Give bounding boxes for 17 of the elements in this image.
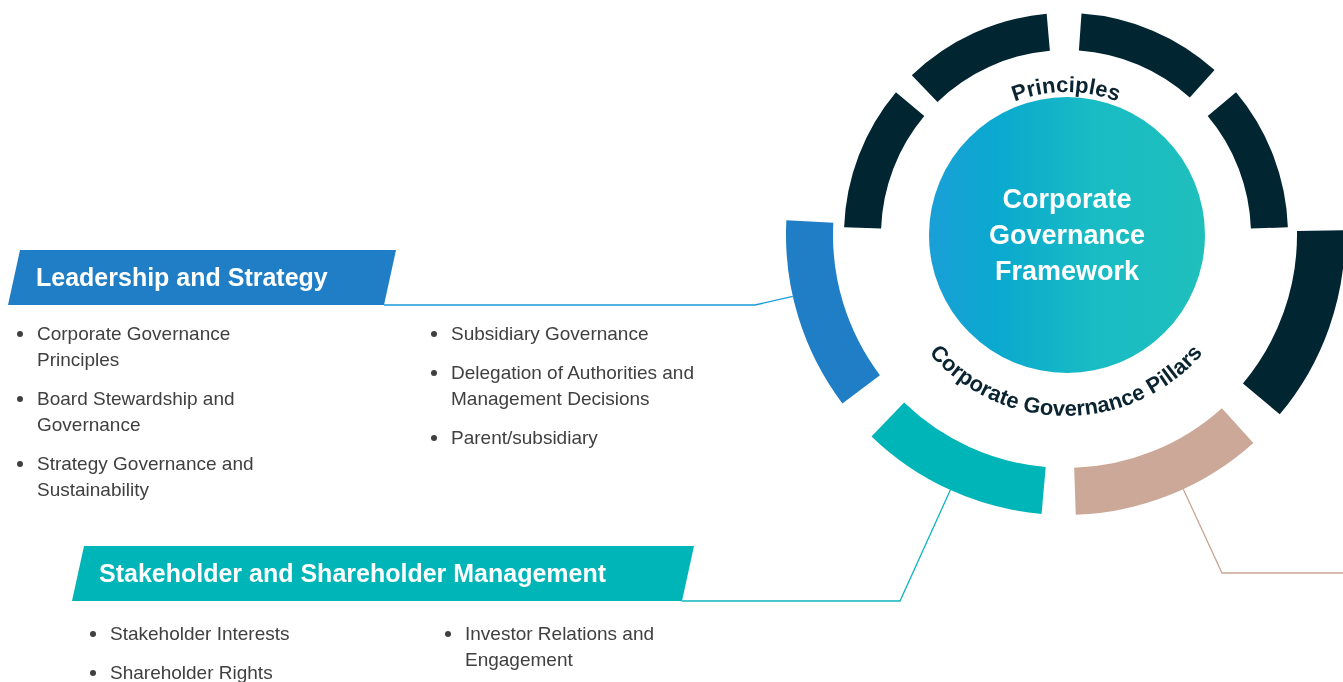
curved-label: Principles xyxy=(1008,71,1124,107)
bullet-text: Delegation of Authorities and Management Decisions xyxy=(451,362,694,409)
bullet-text: Corporate Governance Principles xyxy=(37,323,231,370)
bullet-text: Strategy Governance and Sustainability xyxy=(37,453,254,500)
bullet-text: Subsidiary Governance xyxy=(451,323,649,344)
bullet-text: Stakeholder Interests xyxy=(110,623,290,644)
banner-title: Stakeholder and Shareholder Management xyxy=(99,559,607,588)
banner-title: Leadership and Strategy xyxy=(36,263,328,292)
bullet-text: Board Stewardship and Governance xyxy=(37,388,235,435)
connector-line xyxy=(1182,488,1343,574)
bullet-text: Parent/subsidiary xyxy=(451,427,598,448)
ring-segment xyxy=(1242,230,1343,415)
ring-segment xyxy=(1207,92,1288,229)
bullet-text: Investor Relations and Engagement xyxy=(465,623,655,670)
circle-title: Corporate Governance Framework xyxy=(987,183,1147,288)
ring-segment xyxy=(844,92,925,229)
ring-segment xyxy=(786,220,880,404)
